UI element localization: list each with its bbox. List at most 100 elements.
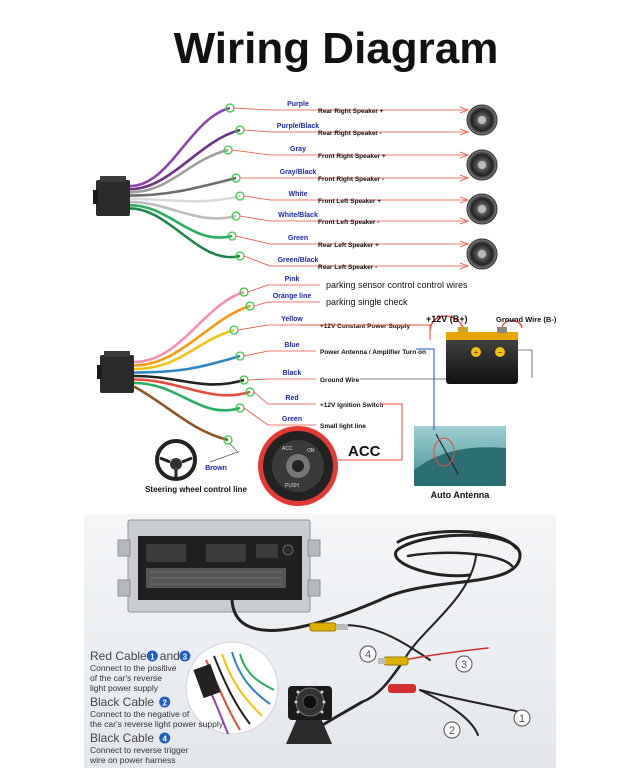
brown-lead-line [209, 443, 239, 463]
power-lead-line [243, 407, 316, 426]
legend-title: Black Cable [90, 731, 154, 745]
arrow-icon [459, 217, 470, 225]
power-wire-color: Brown [205, 465, 227, 472]
speaker-wire [129, 207, 241, 259]
legend-title: and [160, 649, 180, 663]
steering-label: Steering wheel control line [145, 485, 247, 494]
power-wire-color: Yellow [281, 316, 303, 323]
legend-line: light power supply [90, 683, 159, 693]
marker-1: 1 [513, 709, 531, 727]
power-wire-color: Green [282, 416, 302, 423]
legend-line: of the car's reverse [90, 673, 162, 683]
power-wire [133, 385, 229, 442]
arrow-icon [459, 240, 470, 248]
svg-text:PUSH: PUSH [285, 483, 299, 489]
steering-wheel-icon [155, 439, 197, 481]
speaker-wire-function: Front Left Speaker - [318, 219, 379, 226]
speaker-lead-line [235, 235, 466, 245]
power-wire [133, 290, 245, 364]
power-lead-line [247, 378, 316, 381]
battery-positive-label: +12V (B+) [426, 314, 468, 324]
speaker-wire-function: Front Left Speaker + [318, 198, 381, 205]
speaker-wire-function: Rear Left Speaker + [318, 242, 379, 249]
svg-text:ON: ON [307, 448, 315, 454]
speaker-wire-color: Purple [287, 101, 309, 108]
speaker-wire-color: Purple/Black [277, 123, 320, 130]
speaker-wire-color: Green [288, 235, 308, 242]
speaker-lead-line [233, 107, 466, 111]
speaker-wire [129, 203, 233, 239]
power-wire [133, 304, 251, 367]
legend-number: 4 [162, 735, 167, 744]
legend-title: Red Cable [90, 649, 147, 663]
speaker-wire-function: Rear Right Speaker - [318, 130, 382, 137]
speaker-wire-color: Green/Black [278, 257, 319, 264]
power-wire [133, 328, 235, 371]
wire-marker [235, 251, 245, 261]
speaker-wire-function: Rear Left Speaker - [318, 264, 377, 271]
marker-2: 2 [443, 721, 461, 739]
power-wire [133, 378, 251, 397]
speaker-wire [129, 194, 241, 203]
page-title: Wiring Diagram [174, 24, 499, 73]
legend-line: Connect to the negative of [90, 709, 190, 719]
speaker-wire [129, 106, 231, 188]
legend-number: 3 [183, 653, 188, 662]
rca-connectors [309, 622, 416, 693]
power-wire-color: Black [283, 370, 302, 377]
marker-3: 3 [455, 655, 473, 673]
power-wire-color: Blue [284, 342, 299, 349]
power-wire-color: Pink [285, 276, 300, 283]
arrow-icon [459, 262, 470, 270]
wire-bundle-photo [185, 641, 279, 735]
power-lead-line [243, 350, 316, 357]
speaker-wire-function: Front Right Speaker - [318, 176, 384, 183]
battery-icon: + − [429, 315, 523, 384]
svg-text:ACC: ACC [282, 446, 293, 452]
svg-text:4: 4 [365, 649, 371, 661]
legend-line: Connect to the positive [90, 663, 177, 673]
speaker-lead-line [231, 149, 466, 156]
svg-text:2: 2 [449, 725, 455, 737]
power-wire [133, 374, 245, 386]
antenna-photo [414, 426, 506, 486]
legend-line: wire on power harness [89, 755, 176, 765]
camera-cables [230, 530, 522, 736]
speaker-wire-function: Front Right Speaker + [318, 153, 386, 160]
speaker-icon [466, 104, 498, 136]
power-wire-function: Ground Wire [320, 377, 360, 384]
power-connector [97, 351, 134, 393]
speaker-lead-line [243, 255, 466, 267]
power-wire-color: Orange line [273, 293, 312, 300]
speaker-wire-color: White/Black [278, 212, 318, 219]
wire-marker [223, 435, 233, 445]
speaker-wire [129, 176, 237, 197]
arrow-icon [459, 151, 470, 159]
power-lead-line [253, 301, 320, 307]
legend-number: 2 [162, 699, 167, 708]
svg-text:3: 3 [461, 659, 467, 671]
legend-number: 1 [150, 653, 155, 662]
svg-text:1: 1 [519, 713, 525, 725]
head-unit [117, 519, 321, 613]
marker-4: 4 [359, 645, 377, 663]
power-wire-function: Small light line [320, 423, 366, 430]
acc-label: ACC [348, 443, 381, 460]
speaker-wire [129, 128, 241, 191]
battery-negative-label: Ground Wire (B-) [496, 315, 557, 324]
speaker-wire-color: Gray/Black [280, 169, 317, 176]
power-wire-function: Power Antenna / Amplifier Turn on [320, 349, 426, 356]
power-wire-function: parking sensor control control wires [326, 280, 468, 290]
power-lead-line [237, 324, 316, 331]
power-wire [133, 354, 241, 374]
speaker-icon [466, 238, 498, 270]
speaker-wire-color: Gray [290, 146, 306, 153]
power-wire-function: parking single check [326, 297, 408, 307]
speaker-wire [129, 148, 229, 194]
speaker-wire-function: Rear Right Speaker + [318, 108, 384, 115]
